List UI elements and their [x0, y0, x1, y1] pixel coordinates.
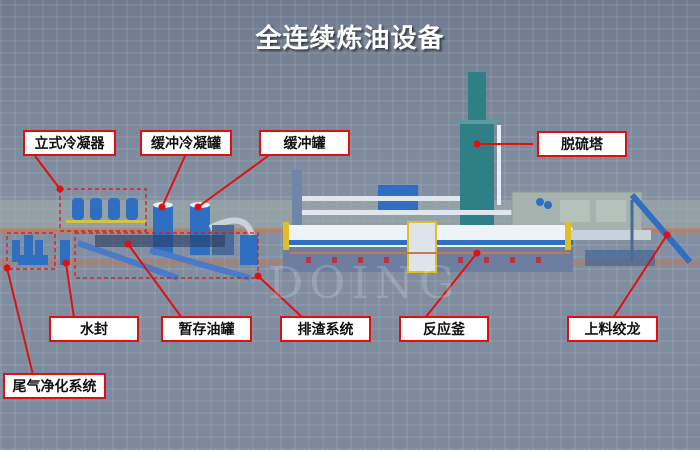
desulfurization-tower-shape: [455, 72, 501, 225]
reactor-shape: [283, 221, 651, 273]
label-exhaust-gas-purification-system: 尾气净化系统: [3, 373, 106, 399]
label-feeding-screw-conveyor: 上料绞龙: [567, 316, 658, 342]
label-water-seal: 水封: [49, 316, 139, 342]
label-vertical-condenser: 立式冷凝器: [23, 130, 116, 156]
label-temporary-oil-tank: 暂存油罐: [161, 316, 252, 342]
label-buffer-tank: 缓冲罐: [259, 130, 350, 156]
label-slag-discharge-system: 排渣系统: [280, 316, 371, 342]
vertical-condenser-shape: [66, 198, 146, 223]
page-title: 全连续炼油设备: [255, 24, 445, 54]
label-desulfurization-tower: 脱硫塔: [537, 131, 627, 157]
label-reactor: 反应釜: [399, 316, 489, 342]
watermark: DOING: [268, 258, 461, 309]
label-buffer-condensing-tank: 缓冲冷凝罐: [140, 130, 232, 156]
